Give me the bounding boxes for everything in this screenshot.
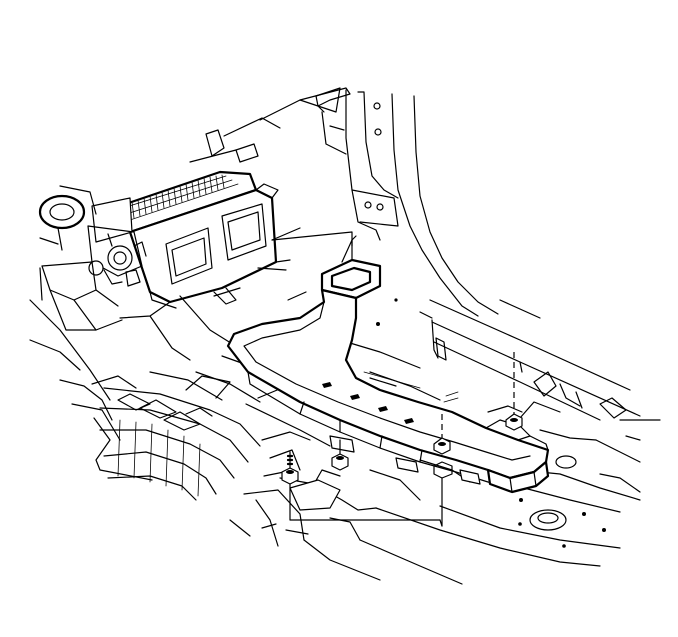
rocker-panel <box>429 299 661 421</box>
hvac-grille <box>109 174 239 225</box>
duct-slots <box>322 382 414 424</box>
nut-3 <box>331 439 349 471</box>
leader-lines <box>213 231 353 297</box>
nut-2 <box>433 414 453 527</box>
nut-4 <box>281 451 299 485</box>
body-pillar <box>189 87 499 317</box>
hvac-module <box>38 170 301 361</box>
nut-1 <box>505 352 523 431</box>
duct-mounting-nuts <box>281 239 523 527</box>
air-duct <box>226 235 550 494</box>
